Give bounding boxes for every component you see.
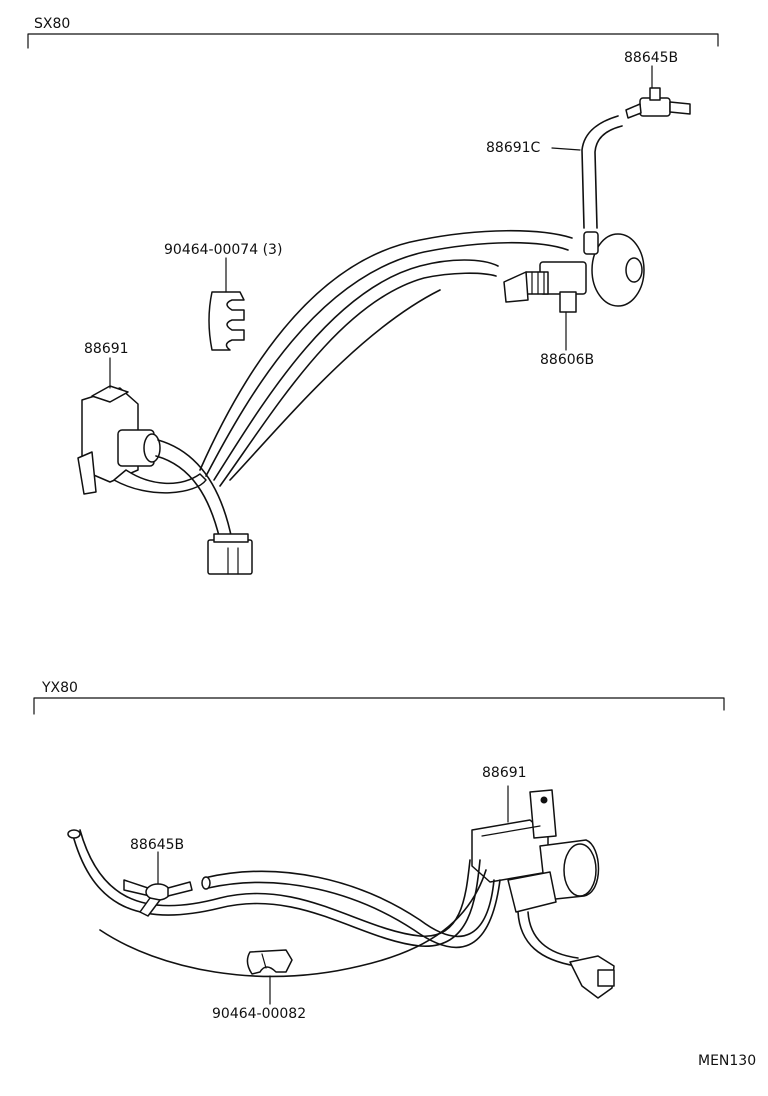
label-sx-vsv: 88645B	[624, 50, 679, 66]
yx80-section-bracket	[33, 697, 725, 715]
yx-vacuum-hoses	[67, 829, 501, 978]
label-yx-tee: 88645B	[130, 837, 185, 853]
section-title-sx80: SX80	[34, 16, 71, 32]
sx-hose-88691c	[581, 115, 623, 229]
sx-valve-88606b	[503, 231, 645, 313]
yx-clamp-90464-00082	[246, 949, 293, 975]
sx-hose-leader	[551, 147, 581, 151]
sx-wire-harness	[155, 439, 233, 541]
sx-clamp-90464-00074	[208, 291, 245, 351]
yx-tee-88645b	[123, 879, 193, 917]
sx-vsv-tee-88645b	[625, 87, 691, 119]
label-sx-clamp: 90464-00074 (3)	[164, 242, 283, 258]
label-sx-switch: 88691	[84, 341, 129, 357]
label-sx-hose: 88691C	[486, 140, 541, 156]
yx-connector	[569, 955, 615, 999]
yx-wire-harness	[517, 911, 579, 967]
section-title-yx80: YX80	[42, 680, 78, 696]
sx80-section-bracket	[27, 33, 719, 49]
label-yx-clamp: 90464-00082	[212, 1006, 307, 1022]
label-sx-valve: 88606B	[540, 352, 595, 368]
sx-vacuum-hoses	[199, 229, 573, 487]
figure-code: MEN130	[698, 1053, 757, 1069]
yx-vsv-88691	[471, 789, 600, 913]
sx-switch-88691	[77, 385, 207, 495]
sx-connector	[207, 533, 253, 575]
label-yx-vsv: 88691	[482, 765, 527, 781]
